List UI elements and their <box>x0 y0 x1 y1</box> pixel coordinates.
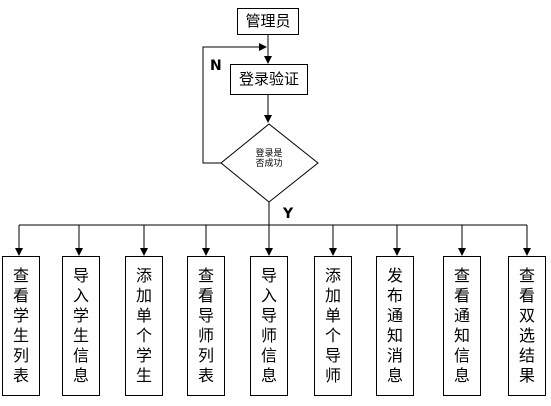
function-box-9-char-3: 双 <box>518 306 535 325</box>
function-box-9-char-6: 果 <box>518 366 535 385</box>
function-box-2-char-1: 导 <box>72 266 89 285</box>
function-box-2-char-6: 息 <box>72 366 89 385</box>
function-box-7-char-3: 通 <box>386 306 403 325</box>
function-box-9-char-1: 查 <box>518 266 535 285</box>
function-box-9-char-4: 选 <box>518 326 535 345</box>
function-box-3-char-6: 生 <box>135 366 152 385</box>
login-node-label: 登录验证 <box>238 70 299 88</box>
function-box-5: 导入导师信息 <box>250 256 288 396</box>
function-box-8-char-6: 息 <box>453 366 470 385</box>
function-box-2: 导入学生信息 <box>62 256 100 396</box>
decision-label: 登录是 否成功 <box>239 149 299 169</box>
decision-label-line-2: 否成功 <box>255 159 283 169</box>
function-box-6-char-2: 加 <box>324 286 341 305</box>
function-box-1-char-2: 看 <box>12 286 29 305</box>
function-box-9-char-5: 结 <box>518 346 535 365</box>
function-box-2-char-4: 生 <box>72 326 89 345</box>
bus-drop-arrows <box>15 225 531 256</box>
function-box-6-char-4: 个 <box>324 326 341 345</box>
function-box-3-char-2: 加 <box>135 286 152 305</box>
function-box-9: 查看双选结果 <box>508 256 546 396</box>
function-box-5-char-2: 入 <box>260 286 277 305</box>
login-node: 登录验证 <box>230 64 308 95</box>
function-box-3-char-1: 添 <box>135 266 152 285</box>
no-label: N <box>210 58 222 74</box>
function-box-2-char-2: 入 <box>72 286 89 305</box>
function-box-7-char-5: 消 <box>386 346 403 365</box>
function-box-6-char-3: 单 <box>324 306 341 325</box>
yes-label: Y <box>283 206 294 222</box>
function-box-7-char-4: 知 <box>386 326 403 345</box>
function-box-4-char-3: 导 <box>197 306 214 325</box>
function-box-4-char-2: 看 <box>197 286 214 305</box>
function-box-8-char-1: 查 <box>453 266 470 285</box>
function-box-1-char-5: 列 <box>12 346 29 365</box>
function-box-7-char-1: 发 <box>386 266 403 285</box>
function-box-4-char-5: 列 <box>197 346 214 365</box>
function-box-7-char-2: 布 <box>386 286 403 305</box>
function-box-7: 发布通知消息 <box>376 256 414 396</box>
decision-label-line-1: 登录是 <box>255 149 283 159</box>
function-box-5-char-1: 导 <box>260 266 277 285</box>
function-box-8-char-2: 看 <box>453 286 470 305</box>
function-box-4-char-6: 表 <box>197 366 214 385</box>
function-box-5-char-6: 息 <box>260 366 277 385</box>
function-box-8-char-4: 知 <box>453 326 470 345</box>
function-box-8-char-3: 通 <box>453 306 470 325</box>
function-box-3-char-3: 单 <box>135 306 152 325</box>
function-box-8: 查看通知信息 <box>443 256 481 396</box>
function-box-6-char-6: 师 <box>324 366 341 385</box>
edge-no-loop <box>202 43 267 164</box>
function-box-1: 查看学生列表 <box>2 256 40 396</box>
function-box-1-char-4: 生 <box>12 326 29 345</box>
function-box-2-char-5: 信 <box>72 346 89 365</box>
admin-node-label: 管理员 <box>245 12 291 30</box>
function-box-6-char-1: 添 <box>324 266 341 285</box>
function-box-7-char-6: 息 <box>386 366 403 385</box>
function-box-8-char-5: 信 <box>453 346 470 365</box>
function-box-4-char-4: 师 <box>197 326 214 345</box>
function-box-4-char-1: 查 <box>197 266 214 285</box>
function-box-9-char-2: 看 <box>518 286 535 305</box>
function-box-6: 添加单个导师 <box>314 256 352 396</box>
function-box-3-char-4: 个 <box>135 326 152 345</box>
function-box-2-char-3: 学 <box>72 306 89 325</box>
function-box-1-char-6: 表 <box>12 366 29 385</box>
function-box-4: 查看导师列表 <box>187 256 225 396</box>
function-box-3: 添加单个学生 <box>125 256 163 396</box>
function-box-5-char-4: 师 <box>260 326 277 345</box>
function-box-3-char-5: 学 <box>135 346 152 365</box>
admin-node: 管理员 <box>237 8 299 35</box>
function-box-1-char-1: 查 <box>12 266 29 285</box>
function-box-5-char-5: 信 <box>260 346 277 365</box>
function-box-1-char-3: 学 <box>12 306 29 325</box>
function-box-5-char-3: 导 <box>260 306 277 325</box>
function-box-6-char-5: 导 <box>324 346 341 365</box>
